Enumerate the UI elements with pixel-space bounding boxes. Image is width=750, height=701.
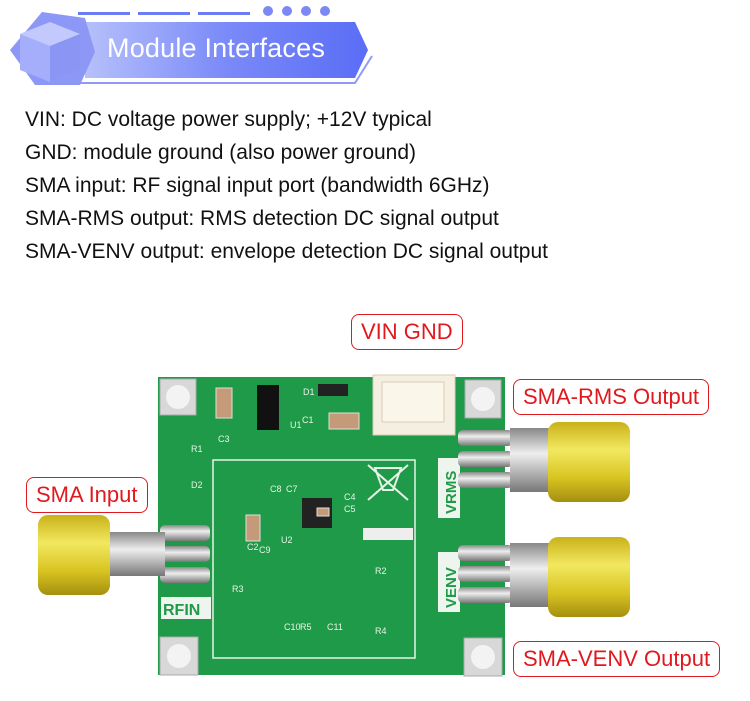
callout-sma-venv: SMA-VENV Output xyxy=(513,641,721,677)
callout-vin-gnd: VIN GND xyxy=(351,314,463,350)
callout-sma-rms: SMA-RMS Output xyxy=(513,379,710,415)
label-c4: C4 xyxy=(344,492,356,502)
label-venv: VENV xyxy=(443,567,460,608)
label-r3: R3 xyxy=(232,584,244,594)
label-r2: R2 xyxy=(375,566,387,576)
sma-input-connector xyxy=(38,515,210,595)
dots-decoration xyxy=(263,6,330,16)
regulator-chip xyxy=(257,385,279,430)
label-r4: R4 xyxy=(375,626,387,636)
label-c7: C7 xyxy=(286,484,298,494)
label-u1: U1 xyxy=(290,420,302,430)
label-vrms: VRMS xyxy=(443,471,460,514)
label-d2: D2 xyxy=(191,480,203,490)
pcb-module-illustration: U1 D1 C1 C3 R1 D2 C2 C8 C7 C4 C5 U2 C9 R… xyxy=(38,374,630,677)
label-c10: C10 xyxy=(284,622,301,632)
desc-sma-rms: SMA-RMS output: RMS detection DC signal … xyxy=(25,207,499,230)
label-r1: R1 xyxy=(191,444,203,454)
label-r5: R5 xyxy=(300,622,312,632)
desc-gnd: GND: module ground (also power ground) xyxy=(25,141,417,164)
sma-rms-connector xyxy=(458,422,630,502)
label-c5: C5 xyxy=(344,504,356,514)
banner-graphic xyxy=(10,6,373,85)
label-c11: C11 xyxy=(327,622,343,632)
section-banner: Module Interfaces xyxy=(0,0,380,100)
label-c2: C2 xyxy=(247,542,259,552)
recycle-bin-mark xyxy=(367,464,409,501)
label-c8: C8 xyxy=(270,484,282,494)
desc-vin: VIN: DC voltage power supply; +12V typic… xyxy=(25,108,432,131)
label-rfin: RFIN xyxy=(163,602,200,619)
label-c3: C3 xyxy=(218,434,230,444)
diode-d1 xyxy=(318,384,348,396)
desc-sma-venv: SMA-VENV output: envelope detection DC s… xyxy=(25,240,548,263)
label-u2: U2 xyxy=(281,535,293,545)
section-title: Module Interfaces xyxy=(107,33,326,63)
interface-descriptions: VIN: DC voltage power supply; +12V typic… xyxy=(25,103,548,268)
desc-sma-input: SMA input: RF signal input port (bandwid… xyxy=(25,174,490,197)
label-c1: C1 xyxy=(302,415,314,425)
callout-sma-input: SMA Input xyxy=(26,477,148,513)
label-c9: C9 xyxy=(259,545,271,555)
sma-venv-connector xyxy=(458,537,630,617)
label-d1: D1 xyxy=(303,387,315,397)
